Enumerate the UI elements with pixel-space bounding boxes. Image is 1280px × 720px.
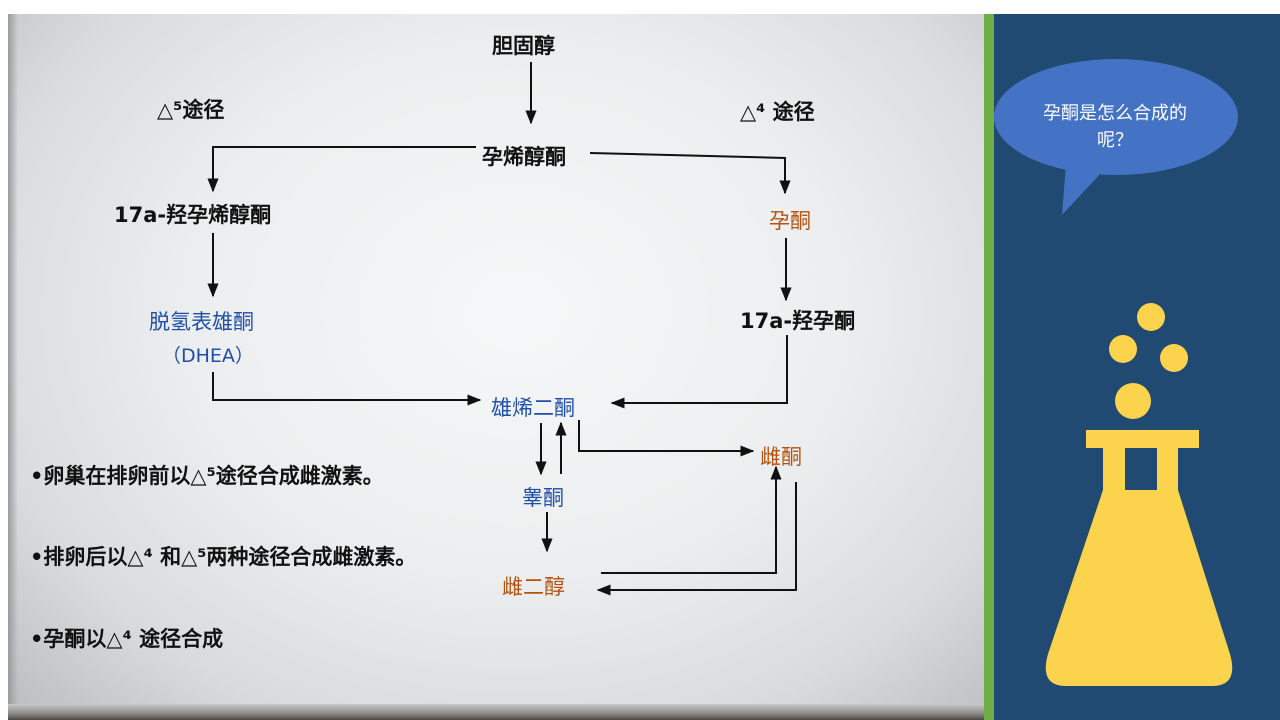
node-17a-hydroxypregnenolone: 17a-羟孕烯醇酮 — [114, 203, 272, 227]
label-delta4-pathway: △⁴ 途径 — [740, 100, 815, 124]
node-cholesterol: 胆固醇 — [492, 34, 555, 58]
photo-bottom-edge — [8, 704, 984, 720]
arrow-androstenedione-estrone — [578, 420, 755, 457]
node-testosterone: 睾酮 — [522, 486, 564, 510]
arrow-hydroxyprogesterone-androstenedione — [610, 335, 788, 409]
side-panel-graphics — [994, 59, 1238, 686]
node-androstenedione: 雄烯二酮 — [491, 396, 575, 420]
arrow-pregnenolone-progesterone — [589, 152, 791, 195]
arrow-pregnenolone-hydroxypregnenolone — [207, 146, 476, 193]
node-progesterone: 孕酮 — [769, 209, 811, 233]
arrow-estradiol-estrone — [601, 465, 782, 574]
note-preovulation: •卵巢在排卵前以△⁵途径合成雌激素。 — [30, 464, 384, 488]
arrow-dhea-androstenedione — [212, 372, 482, 406]
node-dhea: 脱氢表雄酮 — [149, 310, 254, 334]
node-pregnenolone: 孕烯醇酮 — [482, 145, 566, 169]
slide-photo — [8, 14, 984, 720]
node-estradiol: 雌二醇 — [502, 575, 565, 599]
note-postovulation: •排卵后以△⁴ 和△⁵两种途径合成雌激素。 — [30, 545, 417, 569]
accent-bar — [984, 14, 994, 720]
arrow-estrone-estradiol — [596, 482, 797, 596]
pathway-arrows — [207, 62, 797, 596]
node-17a-hydroxyprogesterone: 17a-羟孕酮 — [740, 309, 856, 333]
node-estrone: 雌酮 — [760, 445, 802, 469]
node-dhea-abbr: （DHEA） — [162, 345, 254, 367]
speech-bubble-text: 孕酮是怎么合成的呢？ — [1043, 103, 1187, 151]
speech-bubble — [994, 59, 1238, 215]
note-progesterone: •孕酮以△⁴ 途径合成 — [30, 627, 224, 651]
label-delta5-pathway: △⁵途径 — [157, 98, 225, 122]
flask-icon — [1045, 303, 1233, 686]
photo-shadow — [8, 14, 18, 720]
